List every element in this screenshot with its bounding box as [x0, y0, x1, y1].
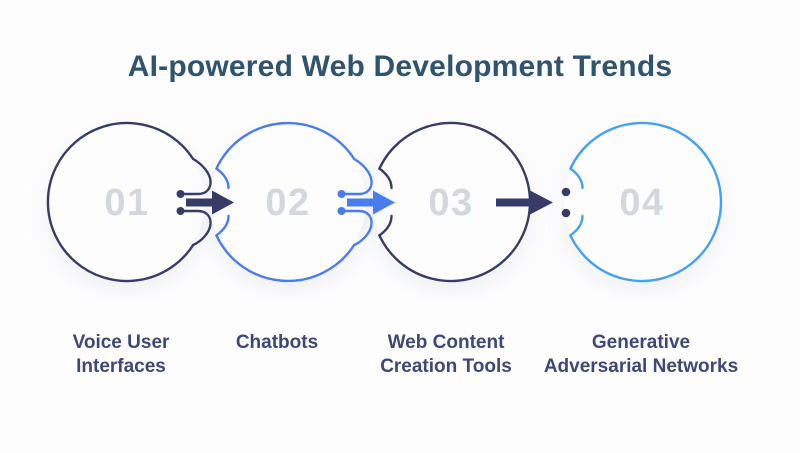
colon-dot: [561, 208, 571, 218]
circle-face: [49, 124, 205, 280]
step-circle-1: 01: [46, 121, 212, 283]
step-number-3: 03: [428, 182, 473, 224]
step-label-1: Voice User Interfaces: [6, 331, 236, 379]
circuit-dot: [176, 190, 185, 198]
arrow-shaft: [347, 198, 377, 207]
step-number-2: 02: [265, 182, 310, 224]
step-label-line: Generative: [591, 332, 691, 353]
notch-hook-bottom: [215, 214, 230, 237]
circle-outline-top: [215, 121, 356, 170]
circuit-dot: [176, 207, 185, 215]
colon-dot: [561, 187, 571, 197]
diagram-title: AI-powered Web Development Trends: [127, 50, 673, 83]
circle-outline-bottom: [215, 234, 356, 283]
step-label-line: Voice User: [72, 332, 170, 353]
arrow-head: [373, 190, 395, 215]
step-label-line: Adversarial Networks: [543, 356, 739, 377]
arrow-shaft: [186, 198, 216, 207]
connector-arrow-1-2-icon: [186, 190, 234, 215]
step-circle-4: 04: [564, 121, 723, 283]
arrow-shaft: [496, 198, 532, 207]
circuit-trace-bottom: [341, 209, 373, 247]
notch-hook-bottom: [378, 214, 393, 237]
step-label-line: Creation Tools: [380, 356, 512, 377]
step-number-4: 04: [619, 182, 664, 224]
notch-hook-bottom: [569, 214, 584, 237]
circle-face: [564, 124, 720, 280]
notch-hook-top: [569, 167, 584, 190]
step-circle-2: 02: [210, 121, 373, 283]
step-label-line: Chatbots: [235, 332, 319, 353]
step-label-4: Generative Adversarial Networks: [526, 331, 756, 379]
notch-hook-top: [378, 167, 393, 190]
circuit-dot: [337, 190, 346, 198]
arrow-head: [212, 190, 234, 215]
connector-arrow-3-4-icon: [496, 187, 571, 218]
circuit-trace-top: [341, 157, 373, 196]
step-label-line: Interfaces: [76, 356, 166, 377]
step-label-2: Chatbots: [162, 331, 392, 355]
circle-outline: [569, 121, 723, 283]
step-label-line: Web Content: [387, 332, 505, 353]
arrow-head: [530, 190, 553, 215]
notch-hook-top: [215, 167, 230, 190]
circuit-trace-top: [180, 157, 212, 196]
circuit-dot: [337, 207, 346, 215]
circuit-trace-bottom: [180, 209, 212, 247]
circle-face: [210, 124, 366, 280]
step-number-1: 01: [104, 182, 149, 224]
circle-outline: [46, 121, 195, 283]
connector-arrow-2-3-icon: [347, 190, 395, 215]
circle-face: [373, 124, 529, 280]
step-label-3: Web Content Creation Tools: [331, 331, 561, 379]
